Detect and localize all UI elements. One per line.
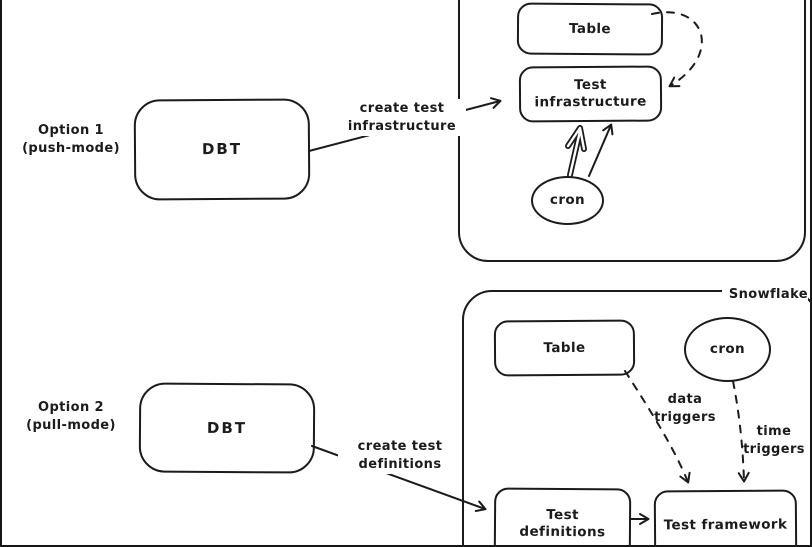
option2-dbt-node: DBT xyxy=(138,382,316,474)
option1-test-infrastructure-node: Test infrastructure xyxy=(518,65,663,123)
option2-label: Option 2 (pull-mode) xyxy=(26,400,116,433)
option1-label: Option 1 (push-mode) xyxy=(22,123,120,156)
option2-frame-label: Snowflake xyxy=(722,286,808,304)
option2-test-framework-node: Test framework xyxy=(653,489,798,547)
option1-cron-node: cron xyxy=(531,176,604,225)
option2-time-triggers-label: time triggers xyxy=(743,424,805,457)
option2-arrow-label: create test definitions xyxy=(338,437,462,474)
option2-table-node: Table xyxy=(493,319,636,377)
option1-table-node: Table xyxy=(516,2,664,56)
option1-arrow-label: create test infrastructure xyxy=(338,99,466,136)
option2-data-triggers-label: data triggers xyxy=(654,392,716,425)
option2-test-definitions-node: Test definitions xyxy=(493,487,632,547)
option1-dbt-node: DBT xyxy=(133,98,311,201)
option2-snowflake-frame xyxy=(462,290,812,547)
option2-cron-node: cron xyxy=(684,317,771,382)
